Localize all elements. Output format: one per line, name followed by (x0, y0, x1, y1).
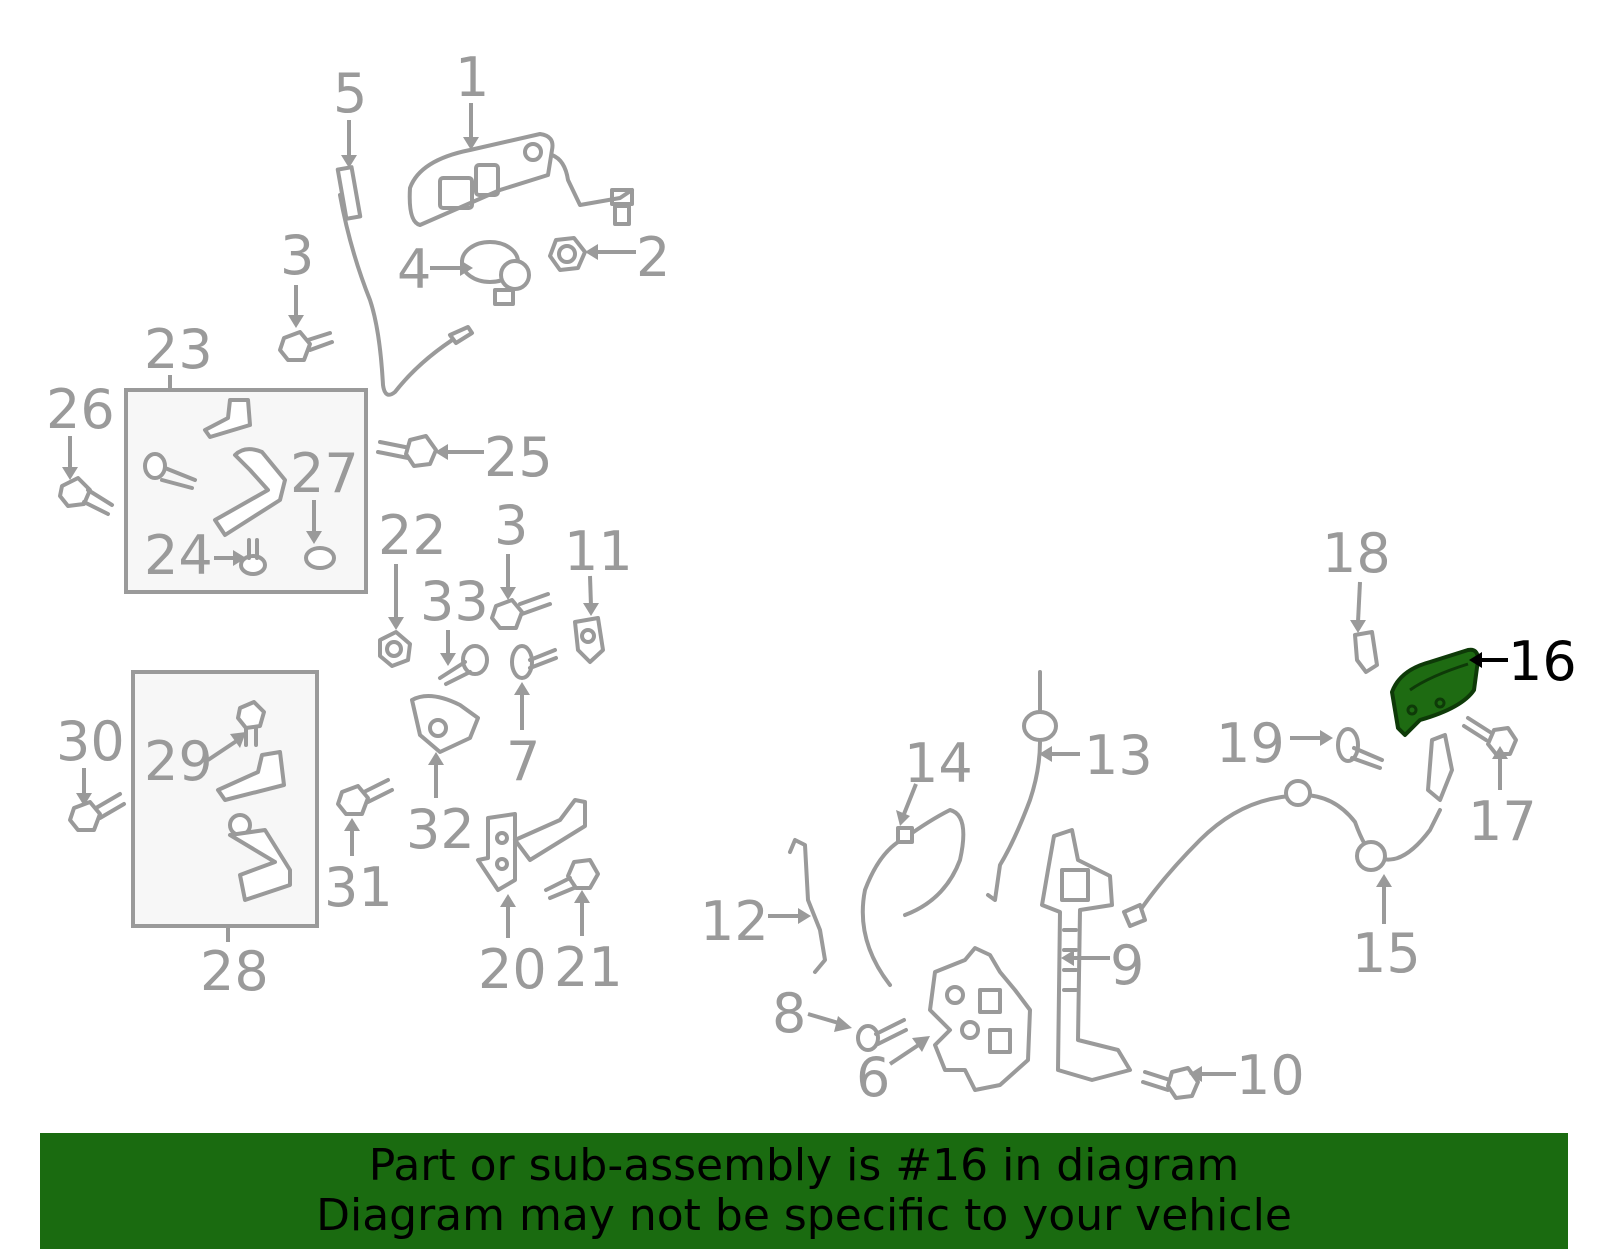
callout-16: 16 (1508, 630, 1577, 693)
callout-7: 7 (506, 730, 540, 793)
part-15-cable (1122, 733, 1454, 928)
callout-14: 14 (904, 732, 973, 795)
part-25-bolt (376, 434, 438, 468)
callout-20: 20 (478, 938, 547, 1001)
part-14-cable (860, 808, 966, 987)
callout-1: 1 (455, 46, 489, 109)
part-13-rod (986, 670, 1058, 902)
callout-15: 15 (1352, 922, 1421, 985)
part-10-bolt (1141, 1066, 1200, 1100)
callout-32: 32 (406, 798, 475, 861)
part-6-latch (928, 946, 1032, 1092)
callout-2: 2 (636, 226, 670, 289)
leader-arrows (62, 103, 1508, 1082)
part-4-lock-cylinder (460, 240, 531, 306)
part-1-handle-frame (407, 132, 634, 227)
callout-3-top: 3 (280, 224, 314, 287)
callout-29: 29 (144, 730, 213, 793)
callout-24: 24 (144, 524, 213, 587)
callout-18: 18 (1322, 522, 1391, 585)
callout-13: 13 (1084, 724, 1153, 787)
callout-12: 12 (700, 890, 769, 953)
callout-27: 27 (290, 442, 359, 505)
callout-21: 21 (554, 936, 623, 999)
part-7-pin (510, 644, 558, 680)
callout-26: 26 (46, 378, 115, 441)
callout-5: 5 (333, 62, 367, 125)
part-30-bolt (68, 792, 126, 832)
banner-line-1: Part or sub-assembly is #16 in diagram (368, 1140, 1240, 1191)
callout-25: 25 (484, 426, 553, 489)
callout-9: 9 (1110, 934, 1144, 997)
callout-4: 4 (397, 238, 431, 301)
part-22-nut (378, 630, 412, 668)
part-18-clip (1353, 630, 1379, 674)
callout-6: 6 (856, 1046, 890, 1109)
callout-10: 10 (1236, 1044, 1305, 1107)
part-3-bolt-mid (490, 592, 552, 630)
callout-19: 19 (1216, 712, 1285, 775)
part-19-pin (1336, 727, 1384, 770)
callout-3-mid: 3 (494, 494, 528, 557)
part-32-check (410, 694, 480, 754)
part-20-door-check (476, 798, 587, 892)
part-3-bolt-top (278, 330, 334, 362)
part-9-bracket (1040, 828, 1132, 1082)
callout-11: 11 (564, 520, 633, 583)
part-17-bolt (1462, 716, 1518, 756)
part-21-bolt (544, 858, 600, 900)
part-5-rod (335, 165, 474, 397)
part-8-screw (856, 1018, 908, 1052)
part-16-handle-highlighted (1390, 647, 1480, 737)
callout-22: 22 (378, 504, 447, 567)
callout-30: 30 (56, 710, 125, 773)
callout-33: 33 (420, 570, 489, 633)
part-2-nut (548, 236, 587, 272)
part-23-hinge (143, 398, 336, 576)
callout-17: 17 (1468, 790, 1537, 853)
callout-23: 23 (144, 318, 213, 381)
callout-28: 28 (200, 940, 269, 1003)
part-28-hinge (216, 700, 292, 902)
callout-8: 8 (772, 982, 806, 1045)
part-31-bolt (336, 778, 394, 816)
part-26-bolt (58, 476, 114, 516)
callout-31: 31 (324, 856, 393, 919)
part-33-pin (438, 644, 489, 686)
part-11-clip (573, 616, 605, 664)
part-12-rod (788, 838, 827, 974)
callout-numbers: 1 2 3 4 5 23 26 27 24 25 22 3 11 33 7 32… (46, 46, 1577, 1109)
info-banner: Part or sub-assembly is #16 in diagram D… (40, 1133, 1568, 1249)
banner-line-2: Diagram may not be specific to your vehi… (316, 1190, 1292, 1241)
